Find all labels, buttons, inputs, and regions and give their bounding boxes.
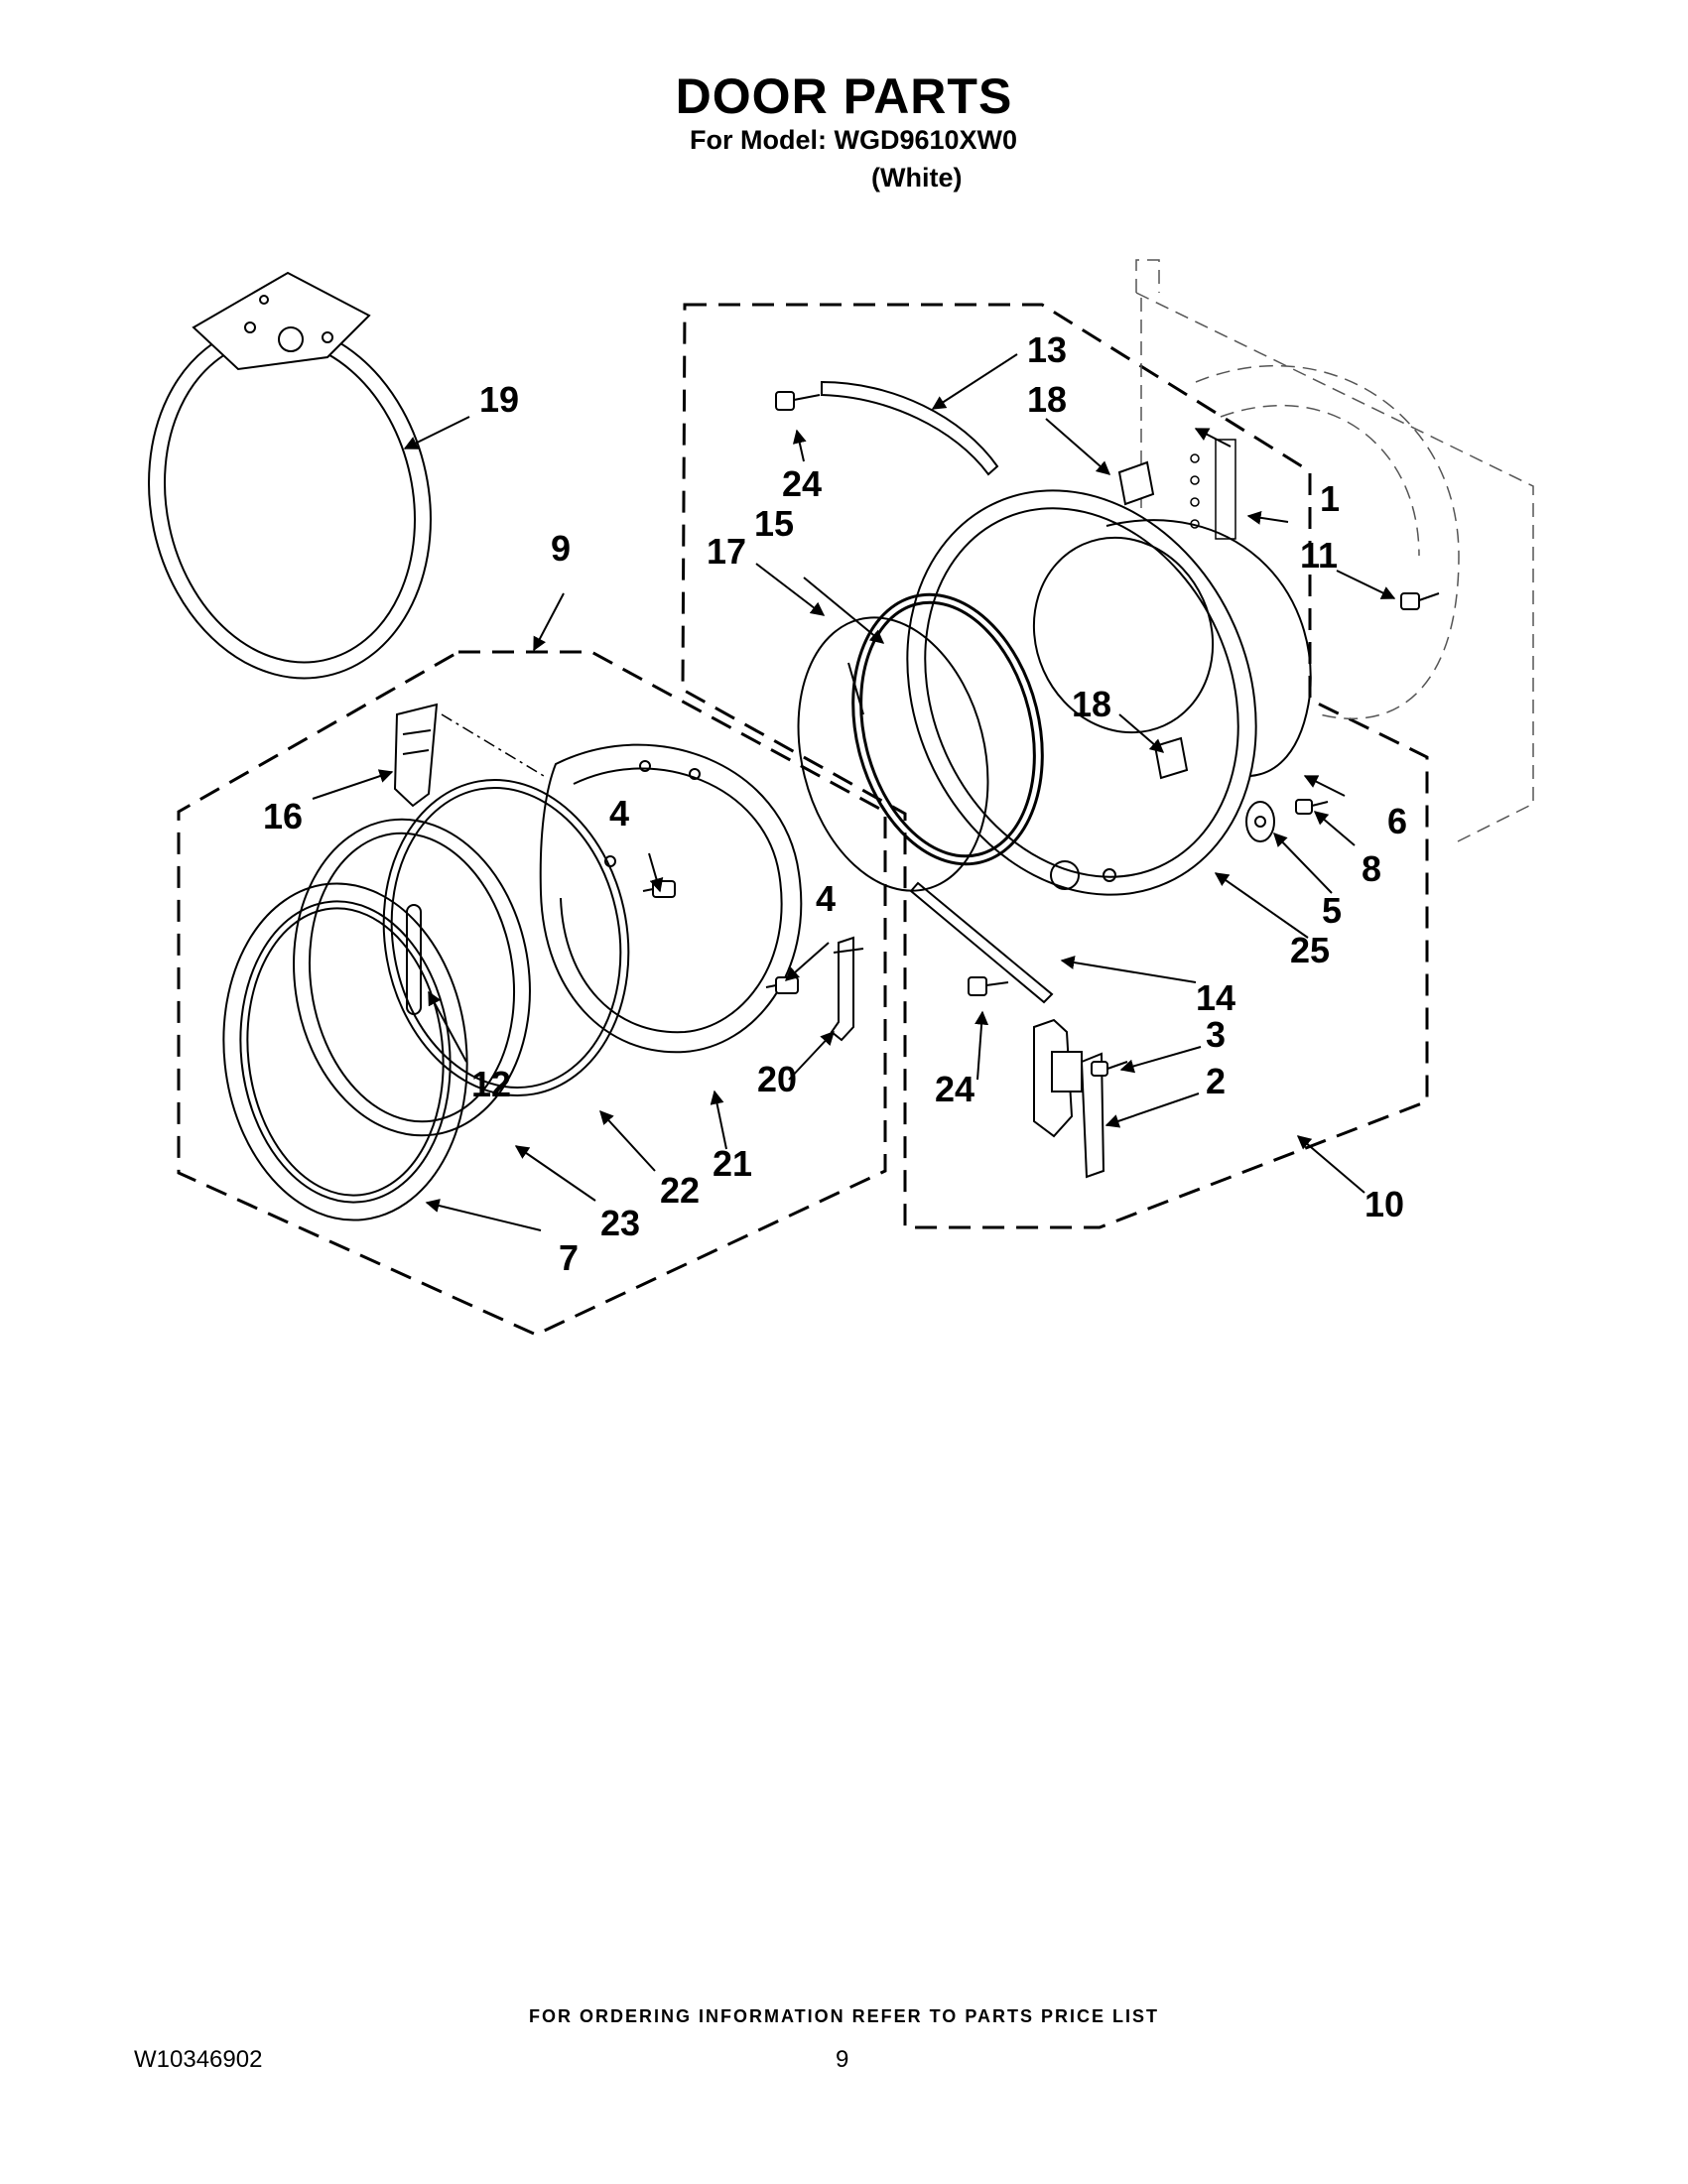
assembly-9-outline [177, 650, 887, 1337]
strike-part [1117, 460, 1189, 780]
hinge-cover-part [393, 703, 439, 808]
callout-15: 15 [754, 503, 794, 544]
callout-24b: 24 [935, 1069, 974, 1109]
callout-labels: 1 2 3 4 4 5 6 7 8 9 10 11 12 13 14 15 16… [263, 329, 1407, 1278]
page-title: DOOR PARTS [675, 68, 1013, 124]
callout-18b: 18 [1072, 684, 1111, 724]
glass-seal-part [851, 592, 1044, 866]
callout-22: 22 [660, 1170, 700, 1211]
callout-16: 16 [263, 796, 303, 836]
ordering-note: FOR ORDERING INFORMATION REFER TO PARTS … [528, 2006, 1159, 2026]
callout-14: 14 [1196, 977, 1235, 1018]
leader-lines [312, 353, 1396, 1231]
callout-25: 25 [1290, 930, 1330, 970]
screw-part-11 [1400, 592, 1440, 610]
door-frame-part [906, 489, 1257, 896]
callout-7: 7 [559, 1237, 579, 1278]
strap-part [821, 380, 999, 476]
callout-17: 17 [707, 531, 746, 572]
frame-gasket-part [1105, 519, 1312, 777]
callout-1: 1 [1320, 478, 1340, 519]
callout-6: 6 [1387, 801, 1407, 841]
callout-3: 3 [1206, 1014, 1226, 1055]
cabinet-bracket-part [1190, 439, 1236, 540]
callout-9: 9 [551, 528, 571, 569]
inner-door-panel-part [539, 743, 803, 1054]
hinge-plate-part [1245, 799, 1329, 842]
callout-21: 21 [713, 1143, 752, 1184]
callout-20: 20 [757, 1059, 797, 1099]
latch-part [1033, 1018, 1128, 1179]
color-line: (White) [871, 163, 963, 193]
callout-8: 8 [1362, 848, 1381, 889]
screw-part [642, 880, 799, 994]
callout-24a: 24 [782, 463, 822, 504]
model-line: For Model: WGD9610XW0 [690, 125, 1018, 155]
bracket-part [830, 936, 864, 1042]
screw-part-24 [775, 391, 1009, 996]
document-number: W10346902 [134, 2046, 263, 2073]
callout-11: 11 [1300, 535, 1338, 576]
callout-10: 10 [1364, 1184, 1404, 1224]
door-liner-part [293, 818, 531, 1137]
callout-4a: 4 [609, 793, 629, 834]
callout-13: 13 [1027, 329, 1067, 370]
gasket-ring-part [382, 779, 630, 1096]
rear-ring-part [148, 271, 432, 680]
page-number: 9 [836, 2046, 849, 2073]
callout-19: 19 [479, 379, 519, 420]
callout-5: 5 [1322, 890, 1342, 931]
callout-23: 23 [600, 1203, 640, 1243]
callout-2: 2 [1206, 1061, 1226, 1101]
strip-part [909, 881, 1054, 1004]
callout-12: 12 [471, 1064, 511, 1104]
callout-4b: 4 [816, 878, 836, 919]
callout-18a: 18 [1027, 379, 1067, 420]
